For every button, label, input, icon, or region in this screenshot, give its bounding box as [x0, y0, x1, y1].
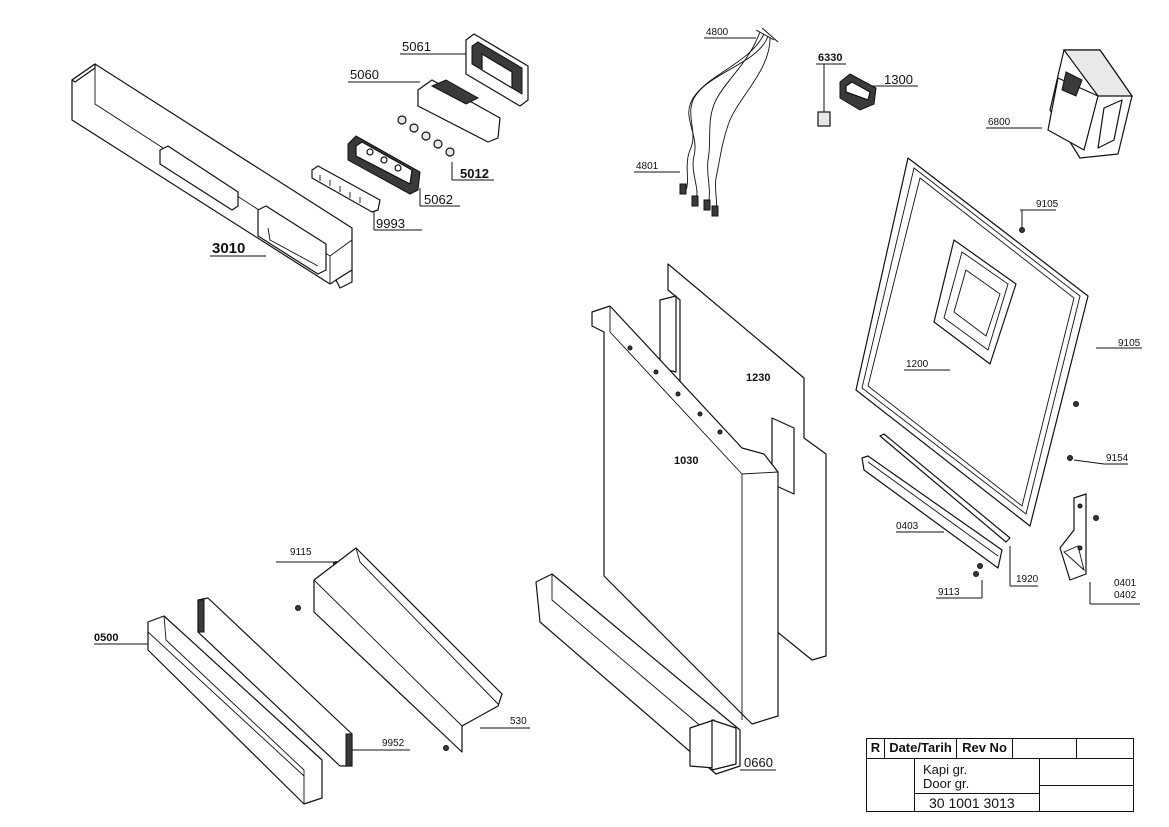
part-1300 [839, 73, 877, 111]
title-block-right-rule [1039, 785, 1133, 786]
label-9952: 9952 [382, 738, 405, 749]
label-9113: 9113 [938, 587, 960, 598]
part-5062 [347, 135, 421, 195]
part-5061 [465, 33, 529, 107]
label-4801: 4801 [636, 161, 659, 172]
strip-0403 [861, 455, 1003, 569]
label-0401: 0401 [1114, 578, 1137, 589]
label-5061: 5061 [402, 39, 431, 54]
title-block-name-en: Door gr. [923, 776, 970, 791]
title-block-name-tr: Kapi gr. [923, 762, 968, 777]
label-1030: 1030 [674, 455, 698, 467]
title-block-rev-marker: R [867, 739, 885, 759]
title-block-date-header: Date/Tarih [885, 739, 957, 759]
leader-lines [94, 37, 1142, 771]
hinge-0401-0402 [1059, 493, 1087, 581]
part-5060 [397, 79, 501, 157]
label-3010: 3010 [212, 240, 245, 257]
title-block-empty-2 [1077, 739, 1133, 759]
label-9993: 9993 [376, 216, 405, 231]
part-9993 [311, 165, 381, 213]
label-1300: 1300 [884, 72, 913, 87]
label-4800: 4800 [706, 27, 729, 38]
label-530: 530 [510, 716, 527, 727]
label-1200: 1200 [906, 359, 929, 370]
label-6800: 6800 [988, 117, 1011, 128]
label-9115: 9115 [290, 547, 312, 558]
inner-door-1200 [855, 157, 1089, 527]
label-5012: 5012 [460, 166, 489, 181]
part-labels: 5061 5060 5012 5062 9993 3010 4800 4801 … [94, 27, 1141, 770]
bracket-530 [313, 547, 503, 753]
control-panel-3010 [71, 63, 353, 289]
label-5060: 5060 [350, 67, 379, 82]
panel-1030 [591, 305, 779, 725]
strip-1920 [879, 433, 1011, 543]
label-5062: 5062 [424, 192, 453, 207]
label-0500: 0500 [94, 632, 118, 644]
title-block-empty-1 [1013, 739, 1077, 759]
label-0402: 0402 [1114, 590, 1137, 601]
title-block-rev-no-header: Rev No [957, 739, 1013, 759]
label-0403: 0403 [896, 521, 919, 532]
title-block-drawing-number: 30 1001 3013 [929, 795, 1015, 811]
label-1230: 1230 [746, 372, 770, 384]
wiring-harness [679, 27, 779, 217]
plinth-0500 [147, 615, 323, 805]
kickplate-9952 [197, 597, 353, 767]
title-block-name-rule [915, 793, 1039, 794]
label-0660: 0660 [744, 755, 773, 770]
label-6330: 6330 [818, 52, 842, 64]
label-1920: 1920 [1016, 574, 1039, 585]
part-6330 [817, 111, 831, 127]
title-block-left-blank [867, 759, 915, 811]
label-9105-top: 9105 [1036, 199, 1059, 210]
profile-0660 [535, 573, 741, 775]
part-6800 [1047, 49, 1134, 159]
title-block: R Date/Tarih Rev No Kapi gr. Door gr. 30… [866, 738, 1134, 812]
label-9154: 9154 [1106, 453, 1129, 464]
label-9105-right: 9105 [1118, 338, 1141, 349]
